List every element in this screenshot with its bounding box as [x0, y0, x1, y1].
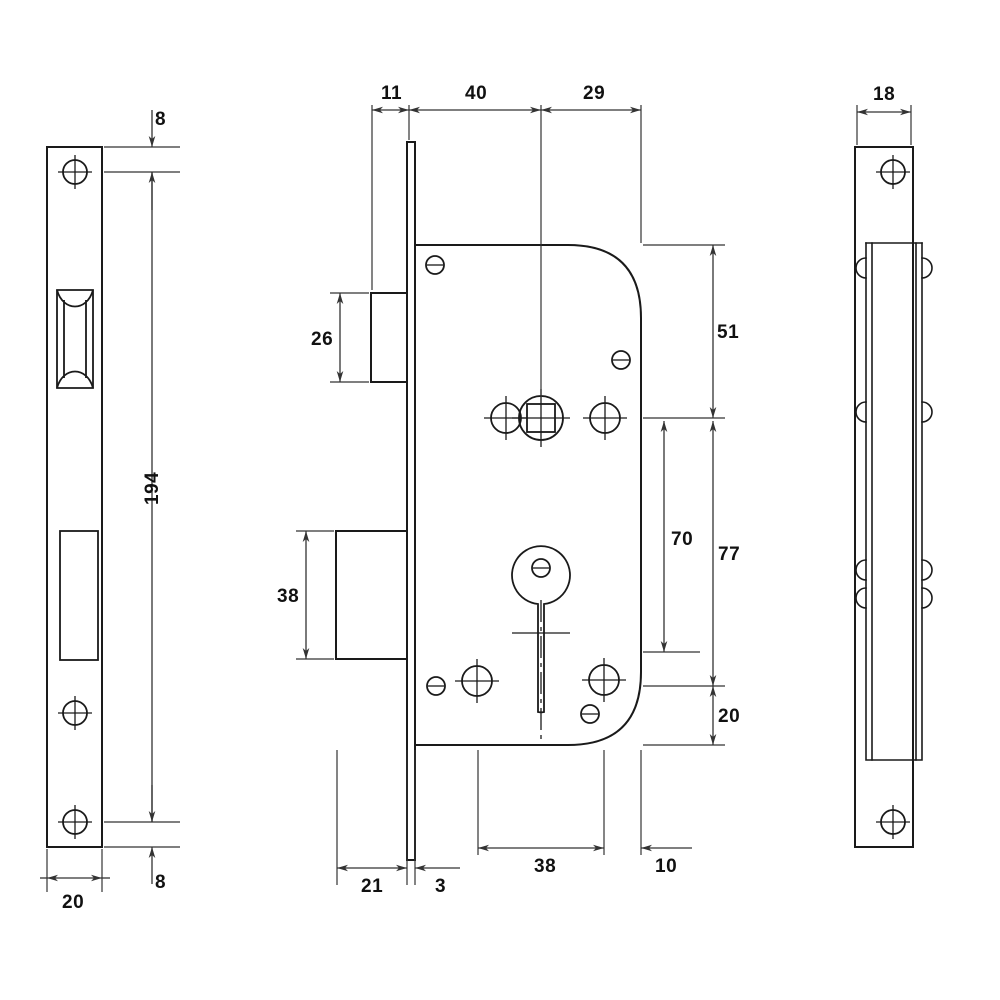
latch-bolt — [370, 292, 408, 383]
dim-center-38-left: 38 — [277, 530, 334, 660]
dead-bolt — [335, 530, 408, 660]
dim-left-top-8: 8 — [104, 109, 180, 210]
center-view-lock-case: 11 40 29 26 38 — [277, 83, 740, 897]
dim-label-center-3: 3 — [435, 876, 446, 897]
lower-hole-left — [455, 659, 499, 703]
dim-label-center-40: 40 — [465, 83, 487, 104]
dim-left-total-194: 194 — [142, 172, 163, 822]
latch-bolt-opening — [56, 289, 94, 389]
rivet-middle — [531, 558, 551, 578]
dim-label-right-18: 18 — [873, 84, 895, 105]
dim-center-top-group: 11 40 29 — [371, 83, 642, 400]
edge-bolt-arcs-right — [921, 257, 933, 609]
dim-label-left-194: 194 — [142, 472, 163, 505]
dim-left-width-20: 20 — [40, 849, 110, 913]
dim-label-center-77: 77 — [718, 544, 740, 565]
dim-label-center-21: 21 — [361, 876, 383, 897]
follower-hole-right — [583, 396, 627, 440]
edge-case-body — [865, 242, 923, 761]
dim-label-center-38-left: 38 — [277, 586, 299, 607]
edge-bolt-arcs-left — [855, 257, 867, 609]
euro-cylinder-hole — [511, 545, 571, 740]
rivet-lower-left — [426, 676, 446, 696]
dim-label-center-20: 20 — [718, 706, 740, 727]
faceplate-outline — [46, 146, 103, 848]
case-body-outline — [414, 244, 642, 746]
dim-label-left-top-8: 8 — [155, 109, 166, 130]
screw-hole-top-right — [876, 155, 910, 189]
screw-hole-bottom — [58, 805, 92, 839]
dim-center-bottom-group: 21 3 38 10 — [336, 750, 692, 897]
screw-hole-middle — [58, 696, 92, 730]
screw-hole-bottom-right — [876, 805, 910, 839]
dim-label-left-20: 20 — [62, 892, 84, 913]
dim-center-right-group: 51 70 77 20 — [643, 244, 740, 746]
screw-hole-top — [58, 155, 92, 189]
dim-label-center-70: 70 — [671, 529, 693, 550]
dim-label-center-38-bottom: 38 — [534, 856, 556, 877]
rivet-upper-right — [611, 350, 631, 370]
dim-label-center-10: 10 — [655, 856, 677, 877]
dim-label-center-11: 11 — [381, 83, 402, 104]
dim-left-bottom-8: 8 — [104, 785, 180, 893]
deadbolt-opening — [59, 530, 99, 661]
lower-hole-right — [582, 658, 626, 702]
faceplate-edge-strip — [406, 141, 416, 861]
rivet-lower-right — [580, 704, 600, 724]
left-view-faceplate: 8 194 8 20 — [40, 109, 180, 913]
dim-label-left-bottom-8: 8 — [155, 872, 166, 893]
dim-label-center-29: 29 — [583, 83, 605, 104]
dim-label-center-26: 26 — [311, 329, 333, 350]
dim-label-center-51: 51 — [717, 322, 739, 343]
dim-right-18: 18 — [856, 84, 912, 145]
rivet-top-left — [425, 255, 445, 275]
dim-center-26: 26 — [311, 292, 369, 383]
right-view-edge: 18 — [854, 84, 933, 848]
edge-faceplate-outline — [854, 146, 914, 848]
